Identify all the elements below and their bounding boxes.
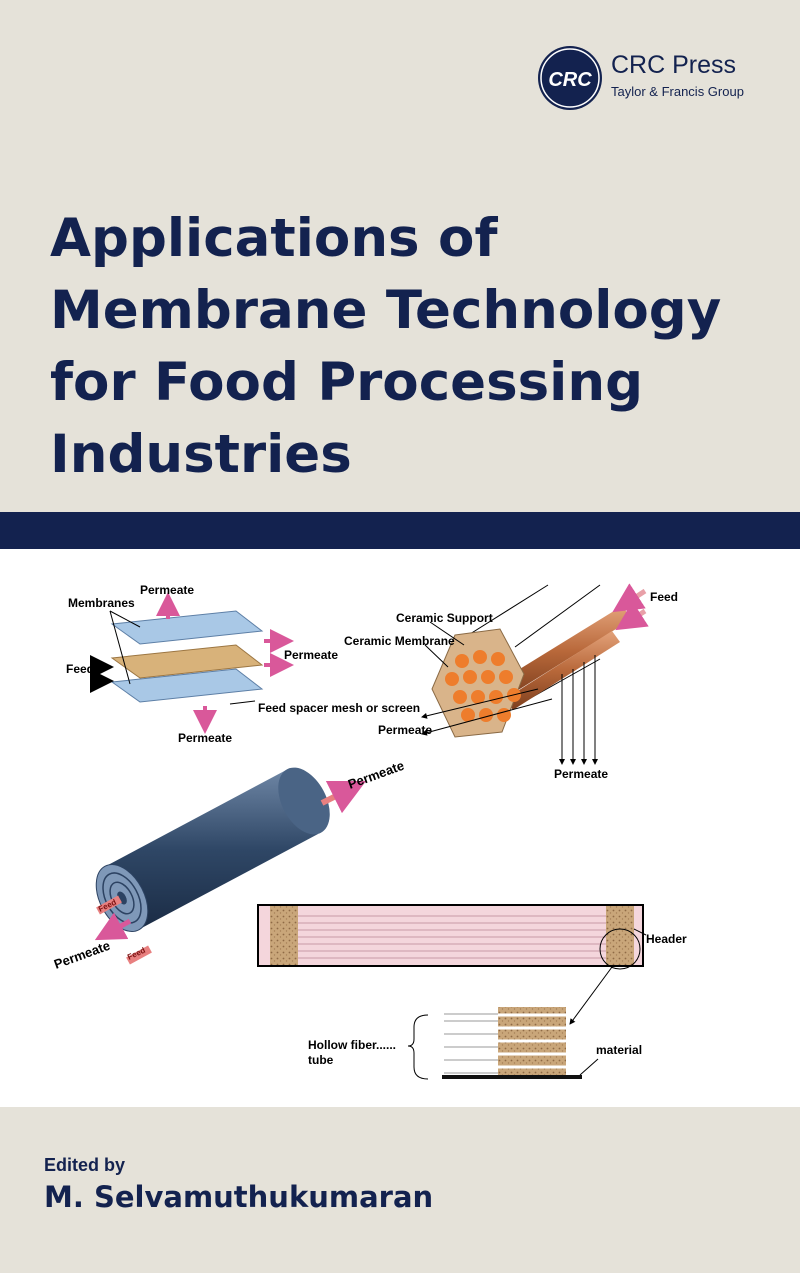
- cover-top-panel: [0, 0, 800, 512]
- membrane-sheet-bottom: [110, 668, 264, 703]
- potting-right: [606, 906, 634, 965]
- hollow-fiber-diagram: Header Hollow fiber...... tube material: [257, 904, 687, 1080]
- label-permeate-ceramic-bottom: Permeate: [554, 767, 608, 781]
- detail-leader: [569, 966, 613, 1025]
- label-permeate-center: Permeate: [52, 938, 112, 972]
- fiber-brace: [407, 1014, 429, 1080]
- seal-text: CRC: [548, 69, 592, 91]
- support-leader: [429, 621, 465, 646]
- label-material: material: [596, 1043, 642, 1057]
- channel: [471, 690, 485, 704]
- tube-outline-2: [514, 584, 601, 648]
- membrane-sheet-top: [110, 610, 264, 645]
- title-line-1: Applications of: [50, 208, 498, 269]
- feed-arrow-spiral-1: [96, 895, 122, 915]
- channel: [479, 708, 493, 722]
- title-line-4: Industries: [50, 424, 352, 485]
- header-leader: [633, 928, 647, 936]
- potting-left: [270, 906, 298, 965]
- book-title: Applications of Membrane Technology for …: [50, 203, 770, 491]
- cover-bottom-panel: [0, 1107, 800, 1273]
- label-feed-plate: Feed: [66, 662, 94, 676]
- channel: [489, 690, 503, 704]
- membranes-leader-1: [109, 610, 141, 628]
- spiral-cylinder-body: [108, 768, 318, 931]
- permeate-arrow-left-1: [421, 688, 539, 719]
- spacer-leader: [229, 700, 256, 705]
- detail-circle: [599, 928, 641, 970]
- channel: [453, 690, 467, 704]
- publisher-logo: CRC CRC Press Taylor & Francis Group: [538, 46, 758, 110]
- channel: [481, 670, 495, 684]
- material-leader: [579, 1058, 599, 1076]
- channel: [461, 708, 475, 722]
- channel: [463, 670, 477, 684]
- fiber-housing: [257, 904, 644, 967]
- title-line-3: for Food Processing: [50, 352, 644, 413]
- cover-illustration: Permeate Membranes Feed Permeate Feed sp…: [0, 549, 800, 1107]
- spacer-sheet: [110, 644, 264, 679]
- crc-seal-icon: CRC: [538, 46, 602, 110]
- channel: [497, 708, 511, 722]
- feed-arrow-ceramic-1: [612, 583, 647, 613]
- copper-tube-1: [497, 606, 632, 697]
- permeate-arrow-center: [94, 912, 132, 941]
- label-permeate-left: Permeate: [378, 723, 432, 737]
- detail-base: [442, 1075, 582, 1079]
- label-tube: tube: [308, 1053, 334, 1067]
- label-permeate-out: Permeate: [346, 758, 406, 792]
- label-ceramic-support: Ceramic Support: [396, 611, 493, 625]
- publisher-group: Taylor & Francis Group: [611, 84, 744, 99]
- editor-name: M. Selvamuthukumaran: [44, 1180, 434, 1214]
- label-spacer: Feed spacer mesh or screen: [258, 701, 420, 715]
- feed-arrow-spiral-2: [126, 945, 152, 965]
- membrane-leader: [424, 644, 449, 668]
- channel: [445, 672, 459, 686]
- spiral-cylinder-end: [278, 767, 330, 835]
- label-header: Header: [646, 932, 687, 946]
- feed-arrow-ceramic-2: [615, 601, 649, 631]
- spiral-module-diagram: Permeate Feed Feed Permeate: [52, 758, 406, 972]
- label-hollow-fiber: Hollow fiber......: [308, 1038, 396, 1052]
- membranes-leader-2: [109, 610, 131, 685]
- label-membranes: Membranes: [68, 596, 135, 610]
- channel: [455, 654, 469, 668]
- label-permeate-right: Permeate: [284, 648, 338, 662]
- tube-outline-1: [469, 584, 549, 635]
- permeate-arrow-out: [320, 780, 367, 814]
- plate-module-diagram: Permeate Membranes Feed Permeate Feed sp…: [66, 583, 420, 745]
- publisher-name: CRC Press: [611, 51, 737, 79]
- title-line-2: Membrane Technology: [50, 280, 722, 341]
- channel: [499, 670, 513, 684]
- label-permeate-top: Permeate: [140, 583, 194, 597]
- edited-by-label: Edited by: [44, 1155, 126, 1175]
- ceramic-module-diagram: Ceramic Support Ceramic Membrane Feed Pe…: [344, 583, 678, 781]
- title-band: [0, 512, 800, 549]
- label-ceramic-membrane: Ceramic Membrane: [344, 634, 455, 648]
- label-permeate-bottom: Permeate: [178, 731, 232, 745]
- permeate-arrow-left-2: [421, 698, 553, 736]
- channel: [491, 652, 505, 666]
- label-feed-ceramic: Feed: [650, 590, 678, 604]
- channel: [473, 650, 487, 664]
